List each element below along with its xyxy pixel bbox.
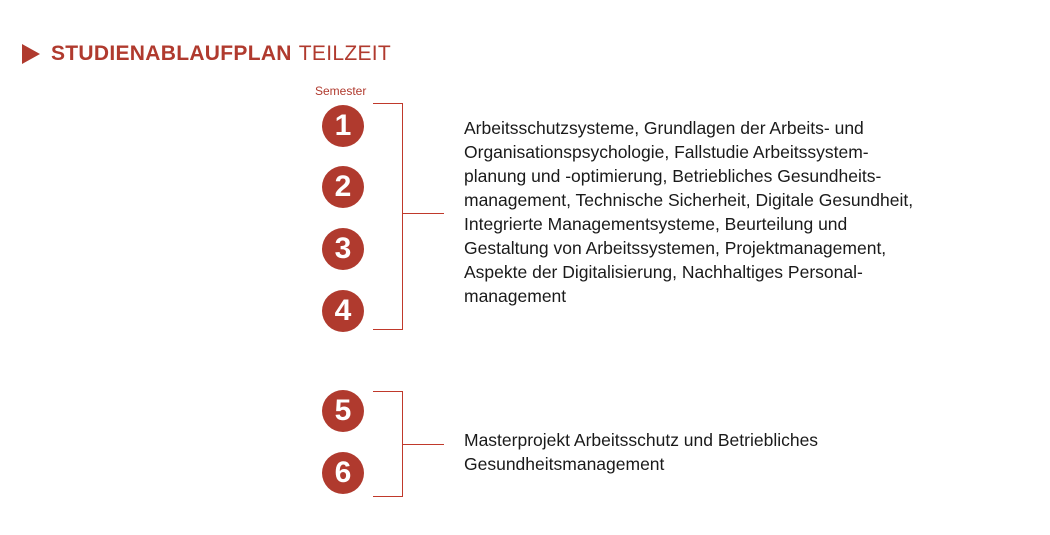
play-arrow-icon: [22, 44, 40, 64]
modules-semesters-5-6: Masterprojekt Arbeitsschutz und Betriebl…: [464, 428, 964, 476]
bracket-connector: [403, 444, 444, 445]
module-line: Aspekte der Digitalisierung, Nachhaltige…: [464, 262, 863, 282]
module-line: Gestaltung von Arbeitssystemen, Projektm…: [464, 238, 887, 258]
modules-semesters-1-4: Arbeitsschutzsysteme, Grundlagen der Arb…: [464, 116, 964, 308]
semester-2-badge: 2: [322, 166, 364, 208]
bracket-bar: [373, 103, 403, 330]
semester-5-badge: 5: [322, 390, 364, 432]
module-line: Organisationspsychologie, Fallstudie Arb…: [464, 142, 869, 162]
module-line: management: [464, 286, 567, 306]
title-strong: STUDIENABLAUFPLAN: [51, 42, 292, 65]
semester-label: Semester: [315, 84, 367, 98]
semester-4-badge: 4: [322, 290, 364, 332]
module-line: Gesundheitsmanagement: [464, 454, 665, 474]
title-rest: TEILZEIT: [298, 42, 392, 65]
module-line: Arbeitsschutzsysteme, Grundlagen der Arb…: [464, 118, 864, 138]
semester-6-badge: 6: [322, 452, 364, 494]
semester-1-badge: 1: [322, 105, 364, 147]
bracket-connector: [403, 213, 444, 214]
module-line: Integrierte Managementsysteme, Beurteilu…: [464, 214, 848, 234]
bracket-bar: [373, 391, 403, 497]
module-line: management, Technische Sicherheit, Digit…: [464, 190, 914, 210]
semester-3-badge: 3: [322, 228, 364, 270]
module-line: planung und -optimierung, Betriebliches …: [464, 166, 882, 186]
module-line: Masterprojekt Arbeitsschutz und Betriebl…: [464, 430, 819, 450]
page-title: STUDIENABLAUFPLAN TEILZEIT: [22, 42, 391, 66]
